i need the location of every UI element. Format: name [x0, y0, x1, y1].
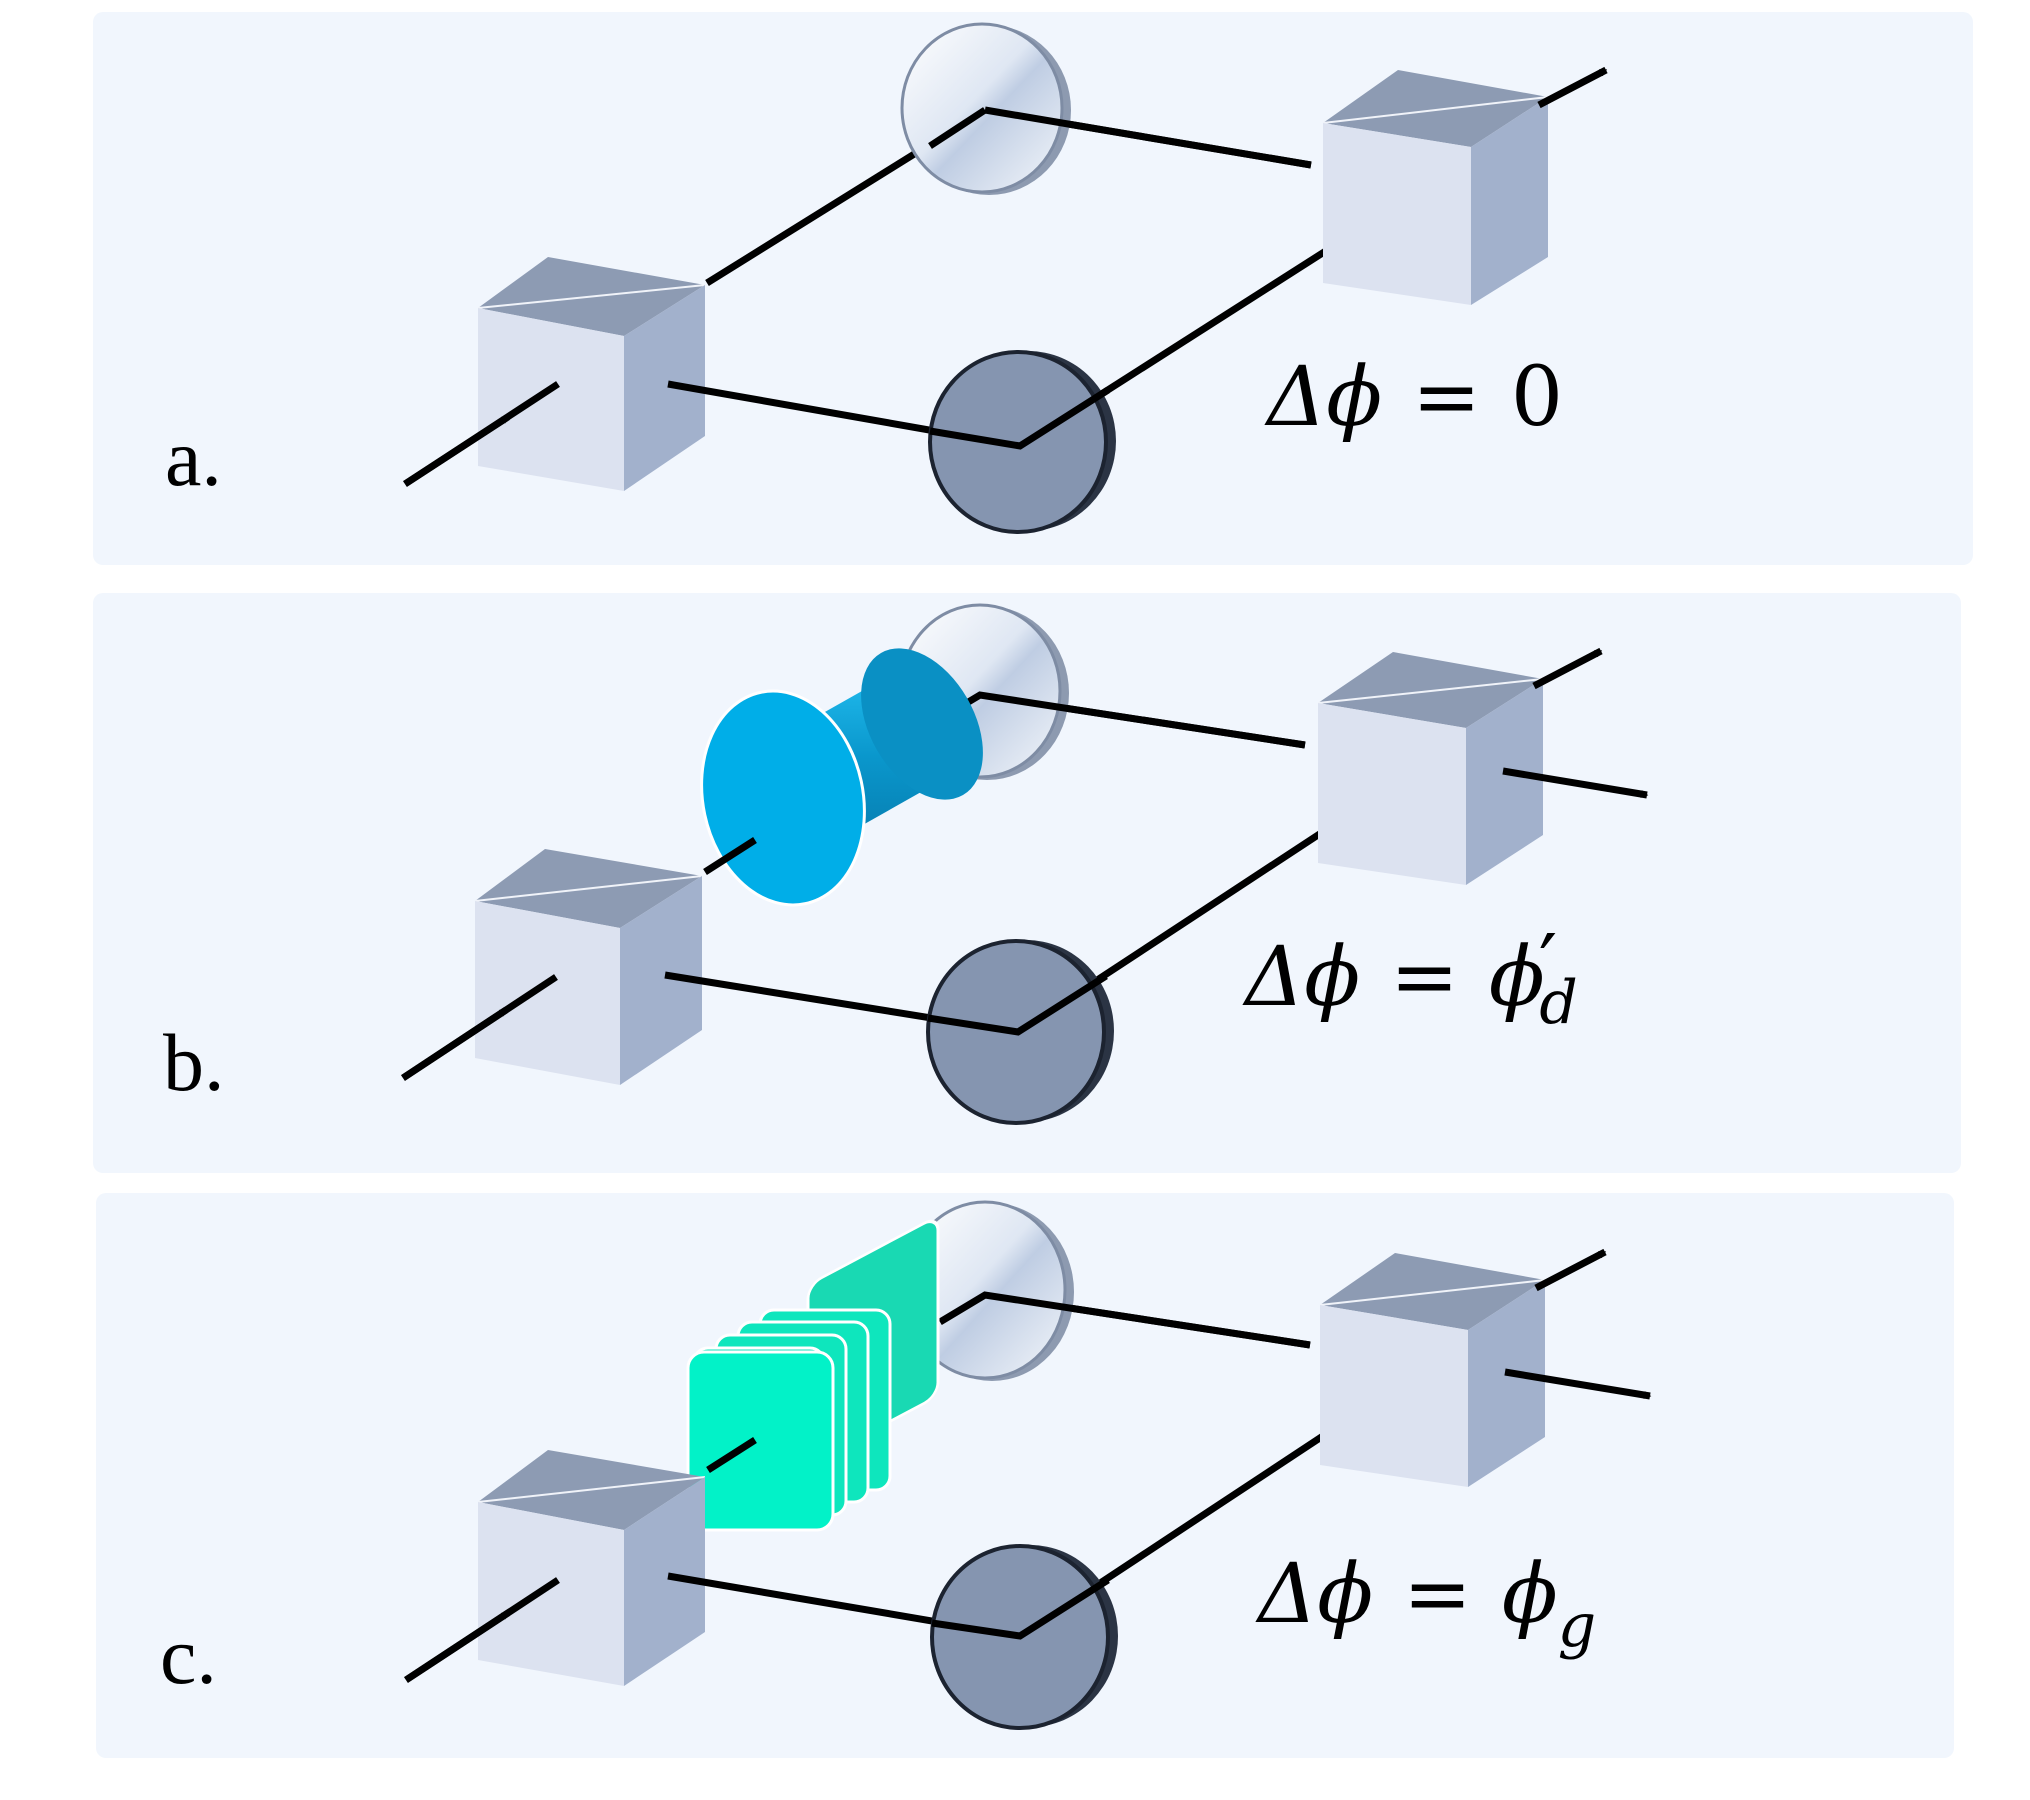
- equation-rhs: ϕ: [1502, 1547, 1558, 1642]
- stacked-plates-element: [686, 1219, 940, 1532]
- beam-lower-reflection: [929, 387, 1110, 450]
- equation-rhs: ϕ: [1489, 930, 1545, 1025]
- output-arrow-right: [1502, 767, 1649, 799]
- beam-splitter-input: [477, 1450, 706, 1686]
- equation-lhs: Δϕ: [1255, 1547, 1373, 1642]
- dispersive-cylinder: [700, 648, 983, 907]
- output-arrow: [1537, 66, 1608, 109]
- input-arrow: [404, 1610, 510, 1683]
- beam-mirror-top-seg: [938, 1291, 1311, 1349]
- output-arrow-up: [1534, 1248, 1607, 1292]
- beam-mirror-top-seg-2: [928, 107, 987, 149]
- panel-label: c.: [160, 1610, 217, 1701]
- beam-lower-reflection: [931, 1577, 1110, 1640]
- beam-mirror-top-seg: [984, 106, 1312, 169]
- phase-equation: Δϕ=ϕ′d: [1242, 918, 1578, 1038]
- equation-subscript: d: [1539, 968, 1577, 1038]
- phase-equation: Δϕ=0: [1264, 350, 1563, 445]
- beam-splitter-input: [477, 257, 706, 491]
- equation-lhs: Δϕ: [1264, 350, 1382, 445]
- input-arrow: [401, 1007, 508, 1081]
- output-arrow-up: [1532, 647, 1603, 690]
- beam-through-cylinder: [703, 837, 757, 875]
- panel-c: c. Δϕ=ϕg: [96, 1193, 1954, 1758]
- panel-b: b. Δϕ=ϕ′d: [93, 593, 1961, 1173]
- equation-lhs: Δϕ: [1242, 930, 1360, 1025]
- beam-through-plates: [706, 1437, 757, 1473]
- light-mirror: [903, 1200, 1074, 1381]
- beam-splitter-output: [1317, 652, 1544, 885]
- input-arrow: [403, 414, 510, 487]
- panel-a: a. Δϕ=0: [93, 12, 1973, 565]
- output-arrow-right: [1504, 1368, 1652, 1400]
- beam-splitter-output: [1319, 1253, 1546, 1487]
- beam-splitter-input: [474, 849, 703, 1085]
- equation-subscript: g: [1558, 1591, 1596, 1661]
- beam-splitter-output: [1322, 70, 1549, 305]
- equation-rhs: 0: [1511, 350, 1563, 445]
- beam-lower-reflection: [927, 973, 1108, 1036]
- panel-label: a.: [165, 412, 222, 503]
- panel-label: b.: [163, 1017, 225, 1108]
- phase-equation: Δϕ=ϕg: [1255, 1547, 1596, 1661]
- equation-prime: ′: [1539, 918, 1558, 1013]
